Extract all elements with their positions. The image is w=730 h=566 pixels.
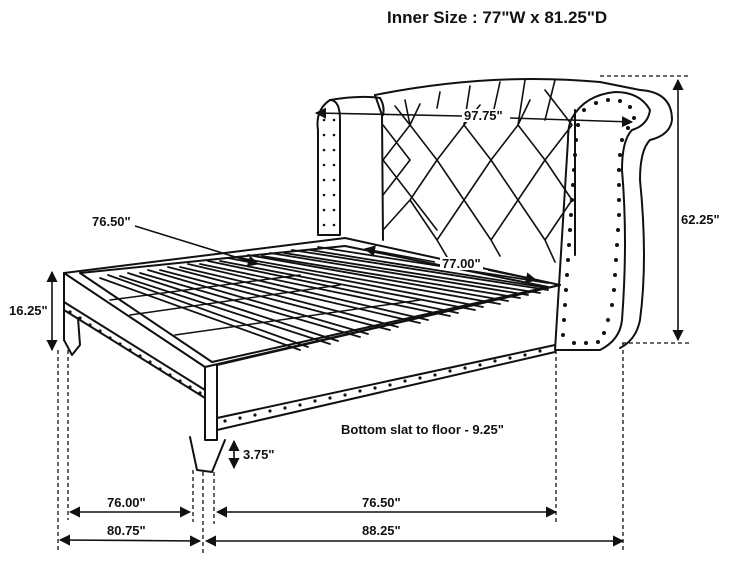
overall-height-label: 62.25" [681,212,720,227]
leg-height-label: 3.75" [243,447,275,462]
bottom-width-inner-label: 76.00" [107,495,146,510]
bottom-length-inner-label: 76.50" [362,495,401,510]
footboard-height-label: 16.25" [9,303,48,318]
inner-size-title: Inner Size : 77"W x 81.25"D [387,8,608,27]
headboard-width-label: 97.75" [462,108,505,123]
bottom-length-outer-label: 88.25" [362,523,401,538]
headboard-inner-width-label: 77.00" [440,256,483,271]
footboard-nailheads [68,310,542,423]
left-wing-nailheads [322,118,336,227]
side-rail-length-label: 76.50" [92,214,131,229]
bottom-slat-note: Bottom slat to floor - 9.25" [341,422,504,437]
bed-frame [63,237,561,473]
bottom-width-outer-label: 80.75" [107,523,146,538]
